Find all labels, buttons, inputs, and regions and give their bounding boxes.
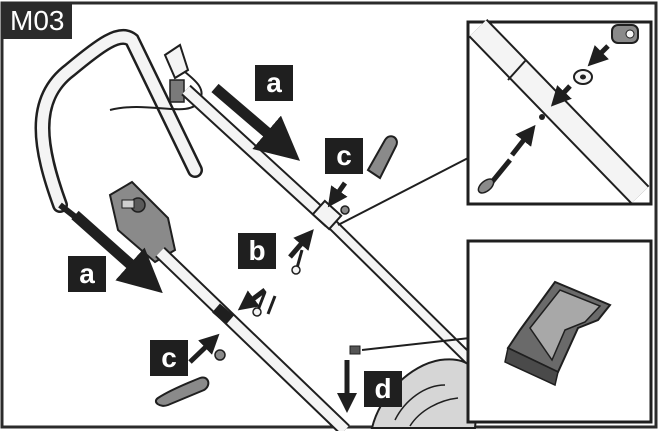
arrow-icon bbox=[327, 181, 348, 208]
arrow-icon bbox=[510, 124, 536, 157]
label-d: d bbox=[364, 371, 402, 407]
step-code: M03 bbox=[2, 3, 73, 39]
arrow-icon bbox=[550, 84, 572, 107]
bolt-icon bbox=[477, 158, 512, 194]
bolt-icon bbox=[291, 249, 304, 275]
label-a-lower: a bbox=[68, 256, 106, 292]
cable-clip-icon bbox=[504, 280, 612, 387]
switch-lever bbox=[163, 43, 190, 103]
arrow-icon bbox=[71, 210, 163, 294]
leader-line bbox=[361, 337, 471, 351]
arrow-icon bbox=[587, 44, 610, 67]
switch-box bbox=[108, 180, 177, 264]
arrow-icon bbox=[237, 288, 267, 311]
knob-icon bbox=[611, 24, 639, 44]
arrow-icon bbox=[288, 229, 314, 259]
left-lower-tube bbox=[155, 246, 350, 431]
label-a-upper: a bbox=[255, 65, 293, 101]
arrow-icon bbox=[211, 83, 301, 161]
leader-line bbox=[337, 156, 471, 226]
detail-inset-clip bbox=[466, 239, 653, 424]
arrow-icon bbox=[188, 333, 220, 364]
cable-clip-icon bbox=[349, 345, 361, 355]
label-b: b bbox=[238, 233, 276, 269]
label-c-upper: c bbox=[325, 138, 363, 174]
washer-icon bbox=[573, 69, 593, 85]
label-c-lower: c bbox=[150, 340, 188, 376]
detail-inset-bolt bbox=[466, 18, 653, 206]
